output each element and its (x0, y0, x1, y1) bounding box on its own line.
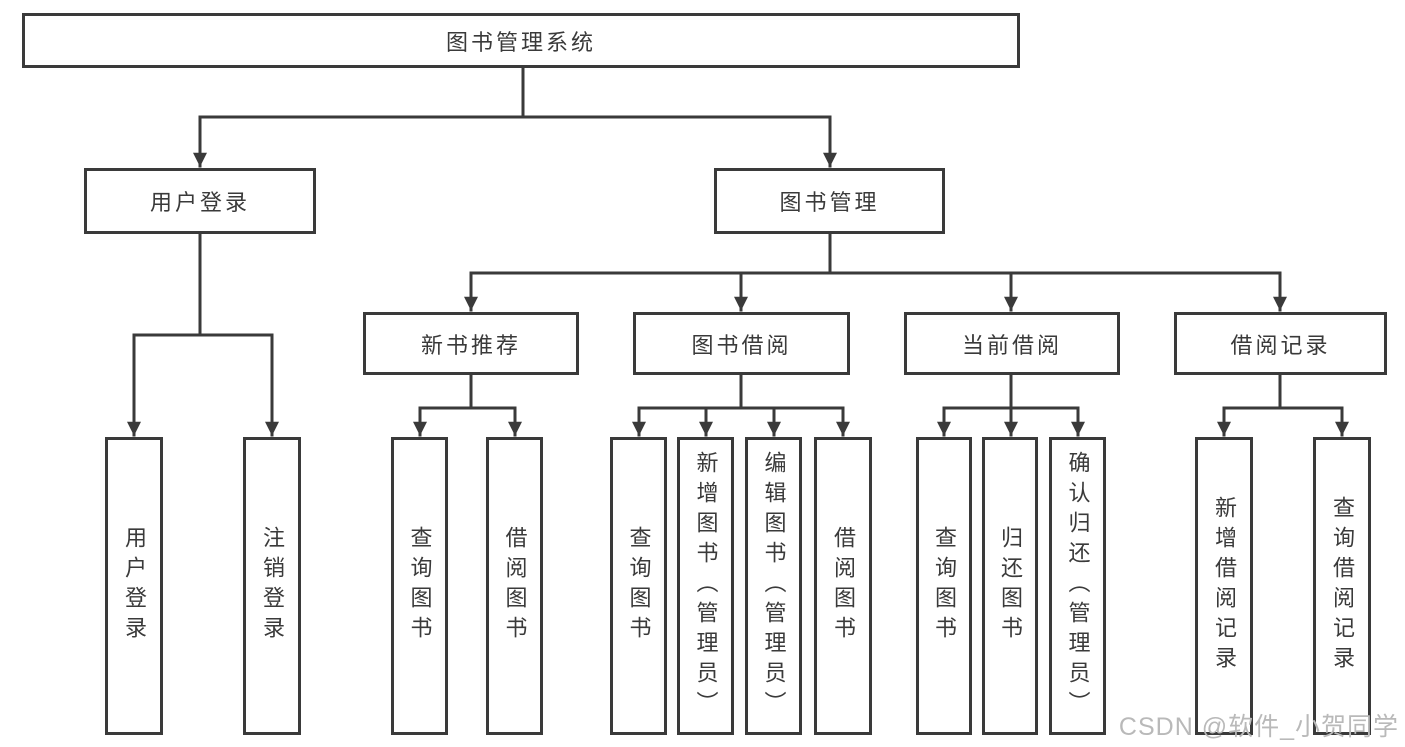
leaf-add-books-admin: 新增图书（管理员） (677, 437, 734, 735)
node-borrowing-records: 借阅记录 (1174, 312, 1387, 375)
leaf-query-borrow-record: 查询借阅记录 (1313, 437, 1371, 735)
node-book-management: 图书管理 (714, 168, 945, 234)
node-user-login: 用户登录 (84, 168, 316, 234)
leaf-edit-books-admin: 编辑图书（管理员） (745, 437, 802, 735)
leaf-borrow-books-recommend: 借阅图书 (486, 437, 543, 735)
node-book-borrowing: 图书借阅 (633, 312, 850, 375)
csdn-watermark: CSDN @软件_小贺同学 (1118, 713, 1399, 741)
leaf-logout: 注销登录 (243, 437, 301, 735)
leaf-confirm-return-admin: 确认归还（管理员） (1049, 437, 1106, 735)
leaf-query-books-current: 查询图书 (916, 437, 972, 735)
leaf-return-books: 归还图书 (982, 437, 1038, 735)
node-library-management-system: 图书管理系统 (22, 13, 1020, 68)
leaf-query-books-recommend: 查询图书 (391, 437, 448, 735)
node-new-book-recommendation: 新书推荐 (363, 312, 579, 375)
leaf-user-login: 用户登录 (105, 437, 163, 735)
leaf-borrow-books: 借阅图书 (814, 437, 872, 735)
leaf-add-borrow-record: 新增借阅记录 (1195, 437, 1253, 735)
node-current-borrowing: 当前借阅 (904, 312, 1120, 375)
leaf-query-books-borrow: 查询图书 (610, 437, 667, 735)
